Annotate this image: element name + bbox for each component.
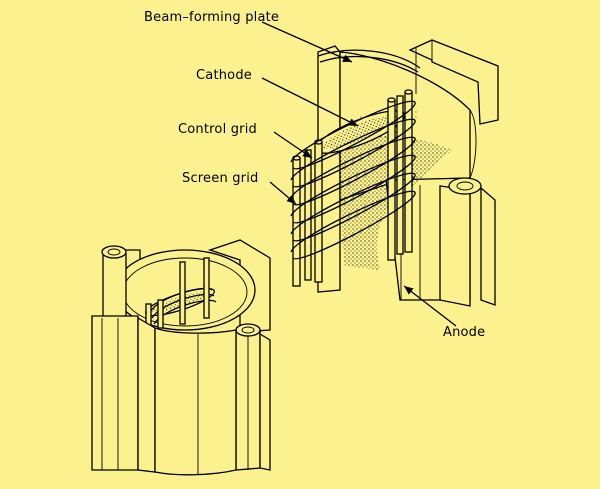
grid-wires [290,100,416,260]
label-control-grid: Control grid [178,122,257,137]
tube-front-body [154,327,237,476]
label-beam-forming-plate: Beam–forming plate [144,10,280,25]
tube-front-left-plate [91,315,139,471]
assembled-tube [91,239,271,476]
anode-cylinder [439,185,471,307]
label-screen-grid: Screen grid [182,171,259,186]
label-cathode: Cathode [196,68,252,83]
leader-lines [261,21,457,327]
electron-beam [335,135,452,270]
label-anode: Anode [443,325,486,340]
anode-cylinder-top [448,177,482,195]
cutaway-assembly [290,39,499,307]
